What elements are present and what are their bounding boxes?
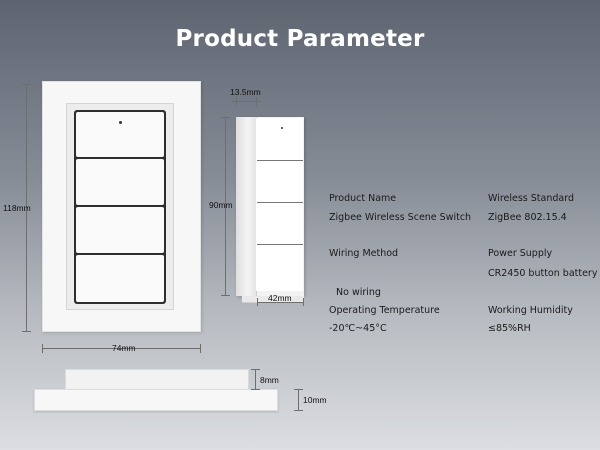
wiring-method-value: No wiring <box>336 287 381 298</box>
operating-temperature-label: Operating Temperature <box>329 305 440 316</box>
wiring-method-label: Wiring Method <box>329 248 399 259</box>
dimension-tick <box>22 331 31 332</box>
operating-temperature-value: -20℃~45°C <box>329 323 387 334</box>
wireless-standard-value: ZigBee 802.15.4 <box>488 212 567 223</box>
scene-key-3 <box>76 207 164 253</box>
dimension-line-profile-base <box>298 389 299 411</box>
dimension-tick <box>251 389 260 390</box>
dimension-tick <box>303 298 304 306</box>
power-supply-value: CR2450 button battery <box>488 268 598 279</box>
dimension-tick <box>236 97 237 106</box>
dimension-tick <box>42 344 43 353</box>
dimension-tick <box>22 84 31 85</box>
indicator-led-icon <box>119 121 122 124</box>
dimension-tick <box>221 117 230 118</box>
side-rail <box>236 117 257 296</box>
height-side-label: 90mm <box>209 200 233 210</box>
scene-key-2 <box>76 159 164 205</box>
profile-base-label: 10mm <box>303 395 327 405</box>
dimension-line-side-height <box>225 117 226 296</box>
dimension-tick <box>251 369 260 370</box>
height-front-label: 118mm <box>3 203 31 213</box>
page-title: Product Parameter <box>175 26 425 52</box>
working-humidity-value: ≤85%RH <box>488 323 531 334</box>
profile-top-part <box>65 369 249 390</box>
width-front-label: 74mm <box>112 343 136 353</box>
power-supply-label: Power Supply <box>488 248 553 259</box>
product-name-label: Product Name <box>329 193 397 204</box>
dimension-line-depth <box>232 101 261 102</box>
side-key-separator <box>257 244 303 245</box>
scene-key-1 <box>76 112 164 157</box>
side-keypad <box>256 118 303 291</box>
product-name-value: Zigbee Wireless Scene Switch <box>329 212 472 223</box>
dimension-tick <box>294 389 303 390</box>
side-key-separator <box>257 160 303 161</box>
scene-key-4 <box>76 255 164 302</box>
depth-top-label: 13.5mm <box>230 87 261 97</box>
dimension-tick <box>200 344 201 353</box>
profile-top-label: 8mm <box>260 375 279 385</box>
dimension-line-width <box>42 348 201 349</box>
width-side-label: 42mm <box>268 293 292 303</box>
dimension-tick <box>257 298 258 306</box>
dimension-line-side-width <box>257 302 304 303</box>
profile-base-part <box>34 389 278 411</box>
dimension-line-profile-top <box>255 369 256 389</box>
dimension-line-height <box>26 84 27 331</box>
dimension-tick <box>294 410 303 411</box>
wireless-standard-label: Wireless Standard <box>488 193 574 204</box>
side-key-separator <box>257 202 303 203</box>
working-humidity-label: Working Humidity <box>488 305 573 316</box>
side-indicator-led-icon <box>281 127 283 129</box>
dimension-tick <box>221 295 230 296</box>
dimension-tick <box>256 97 257 106</box>
front-keypad <box>74 110 166 304</box>
